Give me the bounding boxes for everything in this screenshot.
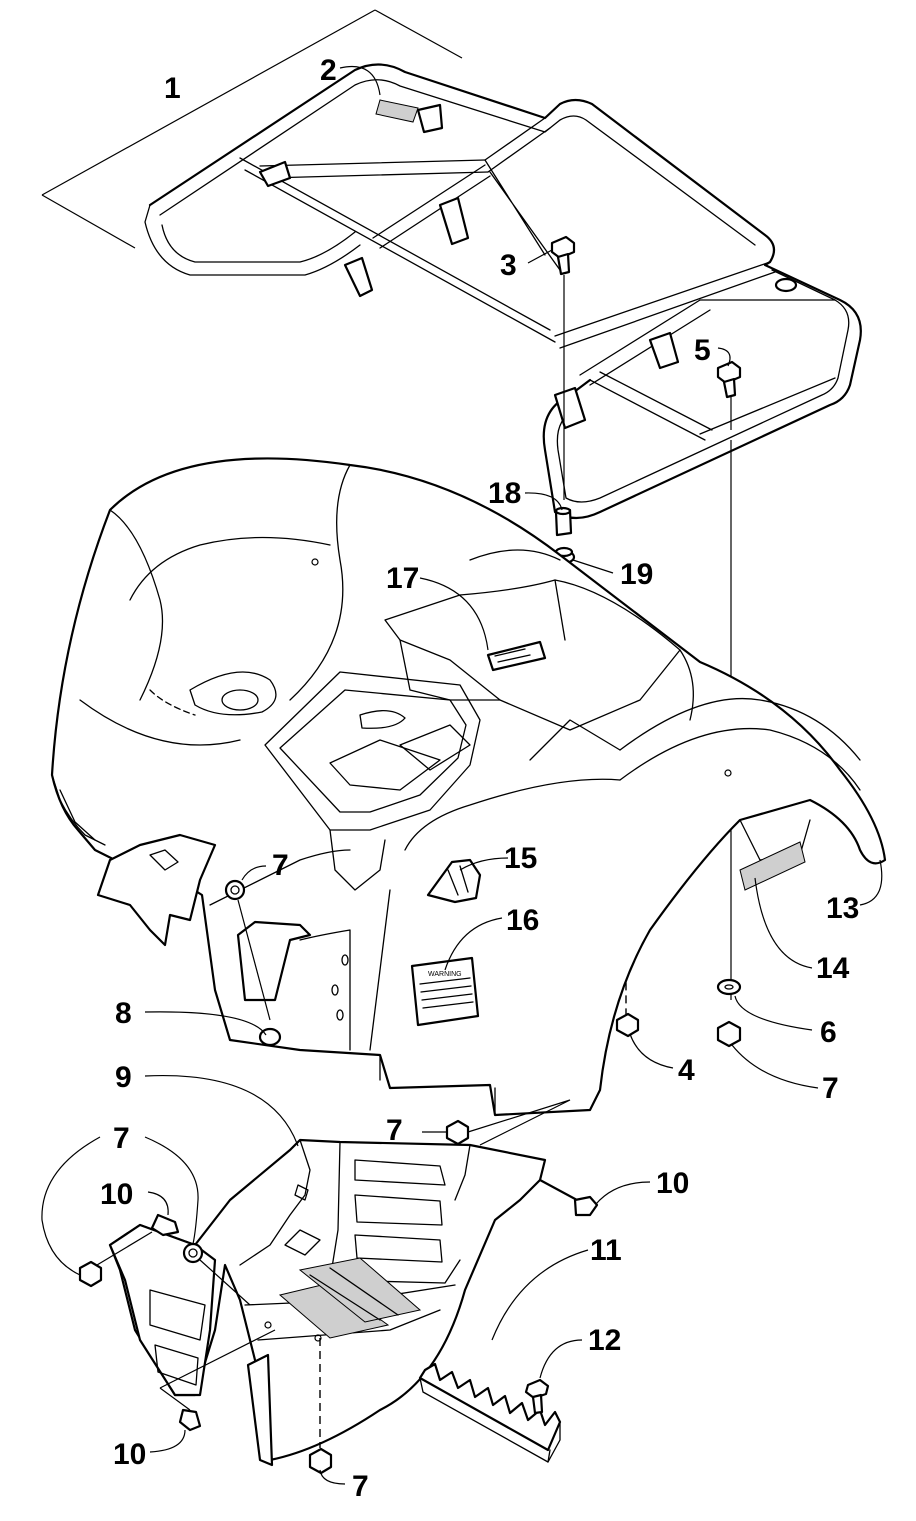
bolt-12 (524, 1378, 550, 1415)
callout-11: 11 (590, 1234, 622, 1267)
rear-rack (144, 63, 862, 520)
bolt-5 (716, 360, 742, 399)
callout-4: 4 (678, 1054, 695, 1087)
nut-7-footwell-top (445, 1119, 470, 1146)
decal-17 (486, 640, 547, 672)
callout-2: 2 (320, 54, 337, 87)
grommet-7-left-inner (182, 1242, 204, 1264)
bolt-10-left-bottom (178, 1408, 202, 1432)
callout-15: 15 (504, 842, 537, 875)
callout-9: 9 (115, 1061, 132, 1094)
callout-7-footwell-nut: 7 (386, 1114, 403, 1147)
callout-10-left-bottom: 10 (113, 1438, 146, 1471)
callout-13: 13 (826, 892, 859, 925)
washer-6 (716, 978, 742, 996)
decal-15 (426, 858, 482, 904)
warning-decal-16: WARNING (410, 956, 480, 1027)
nut-7-left-outer (78, 1260, 103, 1288)
bolt-3 (550, 235, 576, 276)
callout-7-left: 7 (113, 1122, 130, 1155)
footwell-9 (108, 1138, 547, 1467)
callout-7-right-nut: 7 (822, 1072, 839, 1105)
bolt-10-right (538, 1178, 599, 1217)
callout-8: 8 (115, 997, 132, 1030)
warning-decal-heading: WARNING (428, 971, 462, 978)
callout-7-grommet: 7 (272, 849, 289, 882)
callout-7-bottom: 7 (352, 1470, 369, 1503)
callout-19: 19 (620, 558, 653, 591)
assembly-bracket-lines (41, 9, 463, 249)
callout-12: 12 (588, 1324, 621, 1357)
callout-labels: 1 2 3 4 5 6 7 7 7 7 7 8 9 10 10 10 11 12… (100, 54, 859, 1503)
callout-18: 18 (488, 477, 521, 510)
callout-10-left-top: 10 (100, 1178, 133, 1211)
callout-14: 14 (816, 952, 850, 985)
nut-7-bottom (308, 1447, 333, 1475)
callout-17: 17 (386, 562, 419, 595)
nut-7-right (716, 1020, 742, 1048)
bolt-10-left-top (91, 1213, 180, 1269)
nut-4 (615, 1012, 640, 1038)
grommet-7-left (224, 879, 246, 901)
callout-16: 16 (506, 904, 539, 937)
callout-1: 1 (164, 72, 181, 105)
spacer-18 (554, 506, 573, 537)
callout-6: 6 (820, 1016, 837, 1049)
callout-5: 5 (694, 334, 711, 367)
callout-10-right: 10 (656, 1167, 689, 1200)
reflector-14 (739, 841, 806, 891)
rack-decal (375, 99, 419, 123)
rear-fender (50, 457, 887, 1117)
footpeg-11 (418, 1362, 562, 1463)
callout-leaders (41, 66, 883, 1485)
callout-3: 3 (500, 249, 517, 282)
